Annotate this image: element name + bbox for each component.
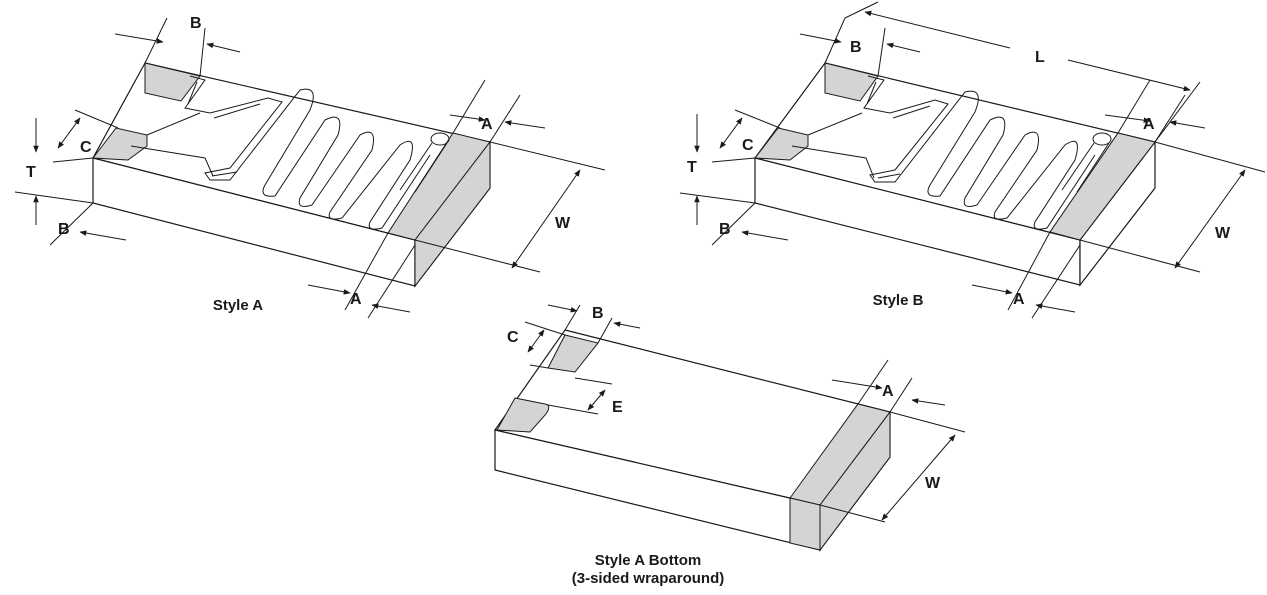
style-b-top-left-pad bbox=[824, 62, 879, 102]
style-a-right-terminal-side bbox=[414, 140, 491, 288]
style-b-resistor-serpentine bbox=[791, 75, 1112, 230]
style-a-bottom-label-a: A bbox=[882, 383, 894, 400]
style-a-label-w: W bbox=[555, 215, 571, 232]
style-b-label-a-top: A bbox=[1143, 116, 1155, 133]
style-a-label-a-bottom: A bbox=[350, 291, 362, 308]
style-b-label-b-bottom: B bbox=[719, 221, 731, 238]
style-b-label-b-top: B bbox=[850, 39, 862, 56]
style-b-label-l: L bbox=[1035, 49, 1045, 66]
style-a-caption: Style A bbox=[213, 297, 263, 314]
style-a-label-a-top: A bbox=[481, 116, 493, 133]
style-a-bottom-drawing: B C E A W Style A Bottom (3-sided wrapar… bbox=[493, 304, 966, 587]
style-a-top-left-pad bbox=[144, 62, 201, 102]
style-b-label-t: T bbox=[687, 159, 697, 176]
style-b-dimensions bbox=[679, 1, 1266, 319]
style-a-label-b-bottom: B bbox=[58, 221, 70, 238]
style-a-bottom-label-e: E bbox=[612, 399, 623, 416]
style-a-bottom-dimensions bbox=[524, 304, 966, 523]
style-b-label-w: W bbox=[1215, 225, 1231, 242]
style-a-bottom-right-terminal-front bbox=[789, 497, 821, 551]
style-a-bottom-label-w: W bbox=[925, 475, 941, 492]
style-a-resistor-serpentine bbox=[130, 75, 450, 230]
style-a-label-c: C bbox=[80, 139, 92, 156]
style-a-bottom-label-b: B bbox=[592, 305, 604, 322]
style-a-bottom-top-left-pad bbox=[547, 334, 599, 373]
style-b-label-a-bottom: A bbox=[1013, 291, 1025, 308]
style-a-label-b-top: B bbox=[190, 15, 202, 32]
style-a-bottom-caption: Style A Bottom bbox=[595, 552, 701, 569]
style-a-bottom-label-c: C bbox=[507, 329, 519, 346]
style-a-bottom-left-pad bbox=[92, 127, 148, 161]
style-a-bottom-bottom-left-pad bbox=[496, 397, 550, 433]
style-b-caption: Style B bbox=[873, 292, 924, 309]
style-a-drawing: B C T B A W A Style A bbox=[14, 15, 606, 319]
style-a-bottom-subcaption: (3-sided wraparound) bbox=[572, 570, 725, 587]
style-b-label-c: C bbox=[742, 137, 754, 154]
style-b-drawing: B L C T B A W A Style B bbox=[679, 1, 1266, 319]
style-a-dimensions bbox=[14, 17, 606, 319]
style-b-bottom-left-pad bbox=[754, 127, 809, 161]
style-a-label-t: T bbox=[26, 164, 36, 181]
